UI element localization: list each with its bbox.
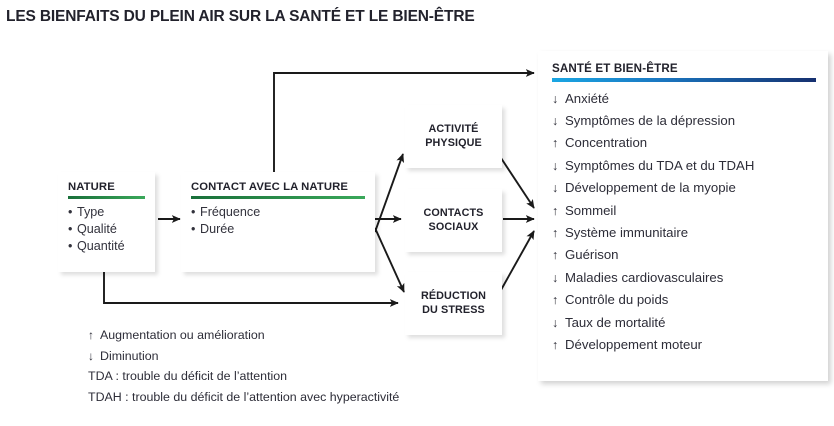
direction-down-icon: ↓ bbox=[552, 315, 559, 330]
contact-box-list: • Fréquence • Durée bbox=[191, 204, 365, 238]
contact-box-rule bbox=[191, 196, 365, 199]
mediator-activity-label: ACTIVITÉ PHYSIQUE bbox=[425, 123, 482, 150]
nature-box: NATURE • Type • Qualité • Quantité bbox=[58, 172, 155, 272]
arrow-activity-to-outcomes bbox=[500, 157, 535, 209]
list-item: ↑ Guérison bbox=[552, 244, 816, 266]
outcome-list: ↓ Anxiété ↓ Symptômes de la dépression ↑ Co… bbox=[552, 88, 816, 357]
outcome-label: Développement moteur bbox=[565, 336, 703, 352]
mediator-activity-label-line2: PHYSIQUE bbox=[425, 136, 482, 149]
bullet-icon: • bbox=[68, 205, 73, 219]
mediator-stress-label: RÉDUCTION DU STRESS bbox=[421, 290, 486, 317]
mediator-activity-label-line1: ACTIVITÉ bbox=[428, 123, 479, 135]
nature-box-rule bbox=[68, 196, 145, 199]
mediator-social-label: CONTACTS SOCIAUX bbox=[424, 207, 484, 234]
direction-up-icon: ↑ bbox=[552, 337, 559, 352]
direction-down-icon: ↓ bbox=[552, 113, 559, 128]
health-outcomes-panel: SANTÉ ET BIEN-ÊTRE ↓ Anxiété ↓ Symptômes d… bbox=[538, 51, 828, 381]
list-item: ↑ Contrôle du poids bbox=[552, 289, 816, 311]
legend-text: TDA : trouble du déficit de l’attention bbox=[88, 369, 288, 383]
list-item: ↓ Anxiété bbox=[552, 88, 816, 110]
list-item: • Fréquence bbox=[191, 204, 365, 221]
nature-box-list: • Type • Qualité • Quantité bbox=[68, 204, 145, 255]
contact-item-label: Fréquence bbox=[200, 205, 261, 219]
list-item: • Type bbox=[68, 204, 145, 221]
mediator-social-label-line2: SOCIAUX bbox=[428, 220, 479, 233]
outcome-label: Anxiété bbox=[565, 90, 609, 106]
direction-down-icon: ↓ bbox=[552, 181, 559, 196]
list-item: • Durée bbox=[191, 221, 365, 238]
legend-row: ↓ Diminution bbox=[88, 346, 488, 367]
mediator-box-stress-reduction: RÉDUCTION DU STRESS bbox=[405, 272, 502, 335]
mediator-stress-label-line1: RÉDUCTION bbox=[420, 290, 487, 302]
mediator-stress-inner: RÉDUCTION DU STRESS bbox=[405, 272, 502, 335]
direction-down-icon: ↓ bbox=[552, 158, 559, 173]
outcome-label: Concentration bbox=[565, 135, 648, 151]
nature-box-inner: NATURE • Type • Qualité • Quantité bbox=[58, 172, 155, 272]
arrow-stress-to-outcomes bbox=[500, 230, 535, 291]
outcome-label: Taux de mortalité bbox=[565, 314, 666, 330]
arrow-contact-to-activity bbox=[374, 153, 404, 233]
outcome-label: Système immunitaire bbox=[565, 224, 689, 240]
legend-row: TDA : trouble du déficit de l’attention bbox=[88, 366, 488, 387]
direction-down-icon: ↓ bbox=[88, 348, 94, 363]
legend-text: TDAH : trouble du déficit de l’attention… bbox=[88, 389, 400, 404]
arrow-contact-to-stress bbox=[374, 227, 405, 293]
nature-item-label: Qualité bbox=[77, 222, 117, 236]
contact-box-heading: CONTACT AVEC LA NATURE bbox=[191, 181, 348, 193]
mediator-box-physical-activity: ACTIVITÉ PHYSIQUE bbox=[405, 105, 502, 168]
mediator-social-inner: CONTACTS SOCIAUX bbox=[405, 189, 502, 252]
list-item: ↓ Taux de mortalité bbox=[552, 312, 816, 334]
outcome-label: Sommeil bbox=[565, 202, 617, 218]
list-item: ↑ Système immunitaire bbox=[552, 222, 816, 244]
contact-box-inner: CONTACT AVEC LA NATURE • Fréquence • Durée bbox=[181, 172, 375, 272]
outcome-label: Maladies cardiovasculaires bbox=[565, 269, 724, 285]
list-item: • Quantité bbox=[68, 238, 145, 255]
list-item: ↑ Concentration bbox=[552, 132, 816, 154]
arrow-nature-to-stress bbox=[103, 272, 399, 307]
outcome-label: Développement de la myopie bbox=[565, 180, 736, 196]
mediator-stress-label-line2: DU STRESS bbox=[422, 303, 485, 316]
mediator-box-social-contacts: CONTACTS SOCIAUX bbox=[405, 189, 502, 252]
outcome-panel-rule bbox=[552, 78, 816, 82]
list-item: • Qualité bbox=[68, 221, 145, 238]
legend-row: TDAH : trouble du déficit de l’attention… bbox=[88, 387, 488, 408]
bullet-icon: • bbox=[68, 239, 73, 253]
nature-item-label: Type bbox=[77, 205, 105, 219]
nature-box-heading: NATURE bbox=[68, 181, 115, 193]
list-item: ↓ Développement de la myopie bbox=[552, 177, 816, 199]
bullet-icon: • bbox=[191, 222, 196, 236]
page-title: LES BIENFAITS DU PLEIN AIR SUR LA SANTÉ … bbox=[6, 8, 475, 25]
direction-up-icon: ↑ bbox=[552, 225, 559, 240]
direction-down-icon: ↓ bbox=[552, 270, 559, 285]
direction-up-icon: ↑ bbox=[552, 248, 559, 263]
bullet-icon: • bbox=[191, 205, 196, 219]
outcome-label: Symptômes du TDA et du TDAH bbox=[565, 157, 755, 173]
outcome-panel-inner: SANTÉ ET BIEN-ÊTRE ↓ Anxiété ↓ Symptômes d… bbox=[538, 51, 828, 381]
bullet-icon: • bbox=[68, 222, 73, 236]
direction-up-icon: ↑ bbox=[552, 136, 559, 151]
mediator-social-label-line1: CONTACTS bbox=[423, 207, 484, 219]
legend: ↑ Augmentation ou amélioration ↓ Diminutio… bbox=[88, 325, 488, 407]
legend-row: ↑ Augmentation ou amélioration bbox=[88, 325, 488, 346]
legend-text: Diminution bbox=[100, 348, 159, 363]
mediator-activity-inner: ACTIVITÉ PHYSIQUE bbox=[405, 105, 502, 168]
list-item: ↓ Symptômes de la dépression bbox=[552, 110, 816, 132]
outcome-panel-heading: SANTÉ ET BIEN-ÊTRE bbox=[552, 62, 678, 75]
legend-text: Augmentation ou amélioration bbox=[100, 328, 265, 342]
direction-up-icon: ↑ bbox=[552, 203, 559, 218]
outcome-label: Contrôle du poids bbox=[565, 292, 669, 308]
list-item: ↑ Sommeil bbox=[552, 200, 816, 222]
nature-item-label: Quantité bbox=[77, 239, 125, 253]
list-item: ↓ Maladies cardiovasculaires bbox=[552, 267, 816, 289]
contact-item-label: Durée bbox=[200, 222, 235, 236]
list-item: ↓ Symptômes du TDA et du TDAH bbox=[552, 155, 816, 177]
outcome-label: Symptômes de la dépression bbox=[565, 112, 736, 128]
list-item: ↑ Développement moteur bbox=[552, 334, 816, 356]
direction-down-icon: ↓ bbox=[552, 91, 559, 106]
direction-up-icon: ↑ bbox=[88, 328, 94, 342]
direction-up-icon: ↑ bbox=[552, 293, 559, 308]
outcome-label: Guérison bbox=[565, 247, 619, 263]
contact-with-nature-box: CONTACT AVEC LA NATURE • Fréquence • Durée bbox=[181, 172, 375, 272]
